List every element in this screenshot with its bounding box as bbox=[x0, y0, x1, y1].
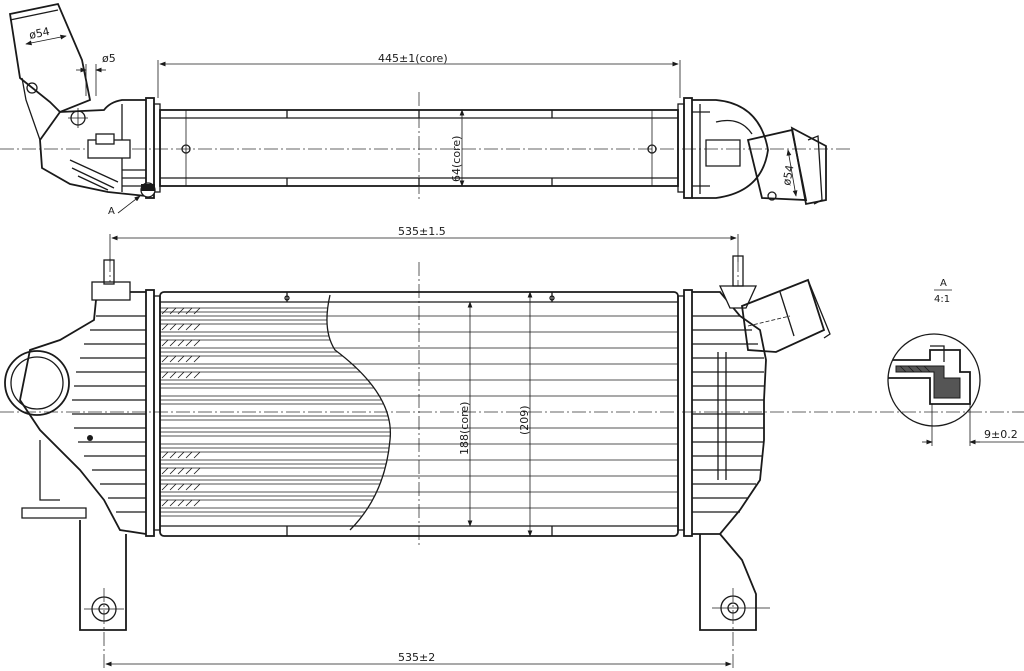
front-right-top-fitting bbox=[718, 285, 758, 309]
top-core-length-label: 445±1(core) bbox=[378, 52, 448, 65]
front-right-outlet-pipe bbox=[741, 278, 826, 353]
top-left-inlet-pipe bbox=[8, 2, 92, 114]
front-mount-spacing-label: 535±2 bbox=[398, 651, 435, 664]
detail-a-view: A 4:1 9±0.2 bbox=[887, 278, 1024, 446]
top-bolt-diameter: ø5 bbox=[102, 52, 116, 65]
detail-scale: 4:1 bbox=[934, 294, 950, 305]
top-right-pipe-diameter: ø54 bbox=[780, 164, 796, 187]
front-left-inlet-pipe bbox=[4, 350, 70, 416]
top-core-hole-left bbox=[181, 144, 191, 154]
front-left-flange bbox=[21, 440, 87, 519]
top-left-pipe-diameter: ø54 bbox=[28, 25, 51, 42]
front-overall-height-label: (209) bbox=[518, 405, 531, 435]
top-left-tank bbox=[39, 99, 147, 197]
front-left-mount bbox=[79, 520, 127, 631]
top-view: A ø54 ø5 ø54 445±1(core) 64 bbox=[0, 2, 850, 217]
front-right-mount bbox=[699, 533, 757, 631]
front-core-height-label: 188(core) bbox=[458, 402, 471, 455]
detail-letter: A bbox=[940, 278, 947, 289]
front-view: 535±1.5 bbox=[0, 225, 1024, 668]
front-core-tubes bbox=[160, 315, 678, 509]
top-right-tank bbox=[692, 99, 769, 199]
top-right-header-plate bbox=[683, 97, 693, 199]
top-right-bracket bbox=[705, 139, 741, 167]
front-left-header bbox=[145, 289, 155, 537]
top-detail-marker: A bbox=[108, 206, 115, 217]
top-core-hole-right bbox=[647, 144, 657, 154]
front-left-top-bracket bbox=[91, 281, 131, 301]
front-overall-width-label: 535±1.5 bbox=[398, 225, 446, 238]
top-core-depth-label: 64(core) bbox=[450, 136, 463, 182]
front-right-header bbox=[683, 289, 693, 537]
top-right-outlet-pipe bbox=[746, 128, 808, 201]
detail-thickness-label: 9±0.2 bbox=[984, 428, 1018, 441]
detail-circle bbox=[887, 333, 981, 427]
front-fin-break-line bbox=[326, 294, 392, 531]
